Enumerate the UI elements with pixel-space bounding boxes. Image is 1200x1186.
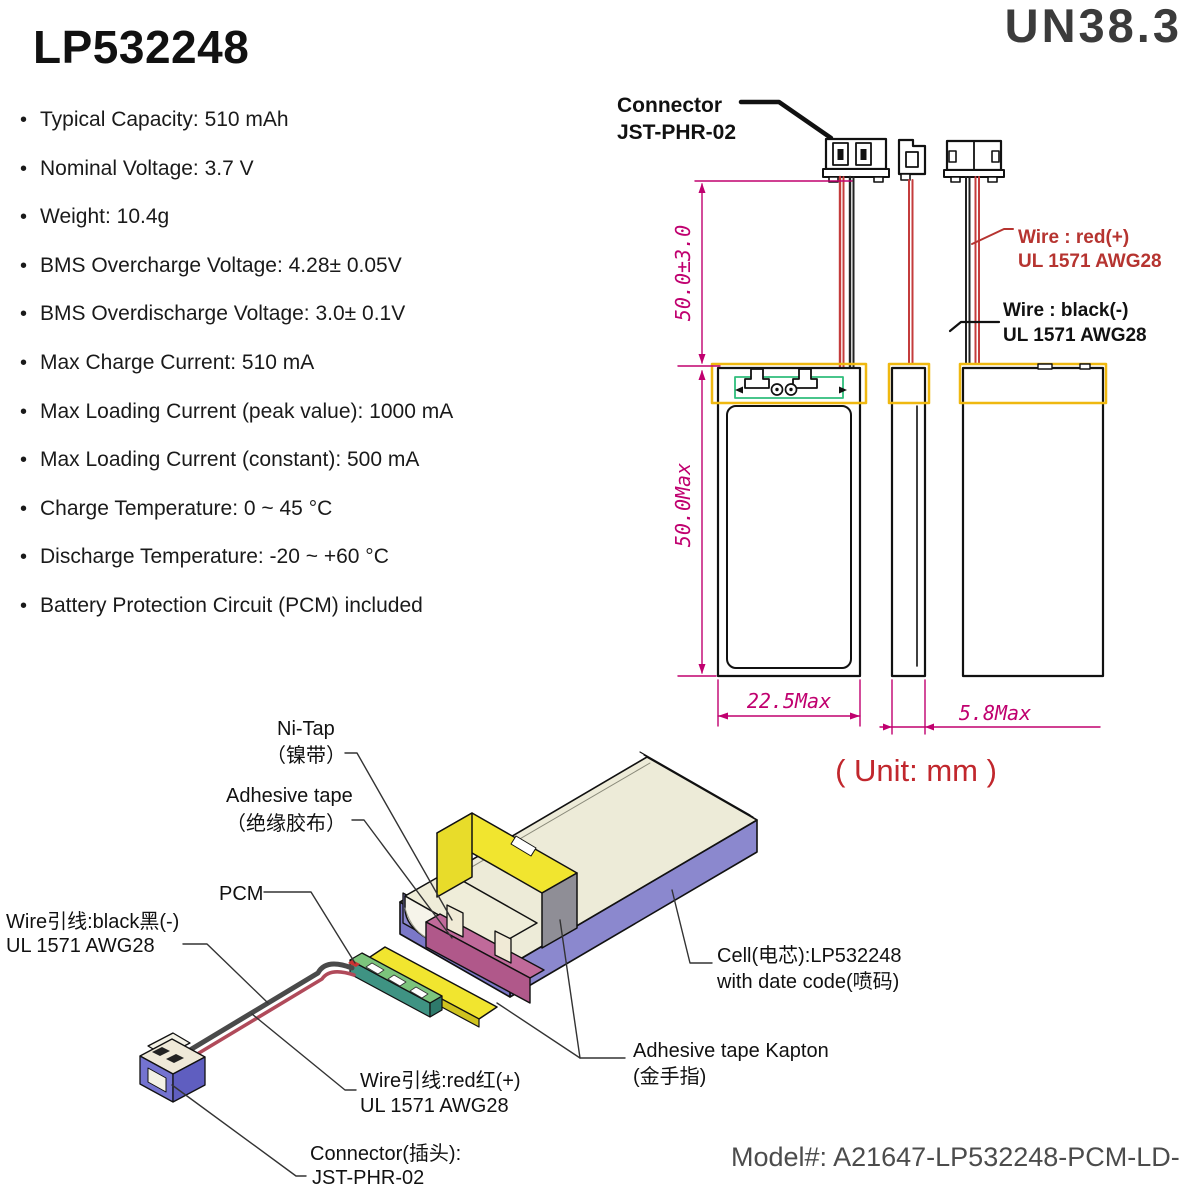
wire-black-label-line1: Wire : black(-) bbox=[1003, 300, 1128, 321]
spec-item: Max Loading Current (constant): 500 mA bbox=[18, 436, 608, 485]
page-title: LP532248 bbox=[33, 21, 250, 73]
spec-item: Max Charge Current: 510 mA bbox=[18, 339, 608, 388]
connector-label-line2: JST-PHR-02 bbox=[617, 121, 736, 144]
spec-item: Discharge Temperature: -20 ~ +60 °C bbox=[18, 533, 608, 582]
wire-bundle bbox=[177, 961, 356, 1064]
dim-height-with-wire: 50.0±3.0 bbox=[671, 225, 695, 321]
wire-black-leader bbox=[948, 320, 1001, 333]
label-ni-tap-line2: （镍带） bbox=[266, 744, 346, 767]
battery-back-view bbox=[958, 362, 1108, 678]
label-kapton-line2: (金手指) bbox=[633, 1065, 706, 1088]
exploded-leaders bbox=[171, 752, 713, 1177]
label-kapton-line1: Adhesive tape Kapton bbox=[633, 1040, 829, 1062]
connector-leader-line bbox=[738, 99, 834, 141]
wire-red-leader bbox=[971, 228, 1014, 245]
connector-back-view bbox=[943, 139, 1005, 183]
wire-black-label-line2: UL 1571 AWG28 bbox=[1003, 325, 1147, 346]
spec-item: Battery Protection Circuit (PCM) include… bbox=[18, 582, 608, 631]
label-cell-line1: Cell(电芯):LP532248 bbox=[717, 944, 902, 967]
connector-label-line1: Connector bbox=[617, 94, 722, 117]
ni-tab bbox=[446, 904, 464, 938]
label-wire-red-line1: Wire引线:red红(+) bbox=[360, 1069, 521, 1092]
label-pcm: PCM bbox=[219, 883, 263, 905]
spec-item: Charge Temperature: 0 ~ 45 °C bbox=[18, 485, 608, 534]
label-wire-red-line2: UL 1571 AWG28 bbox=[360, 1095, 509, 1117]
wire-red-label-line1: Wire : red(+) bbox=[1018, 227, 1129, 248]
exploded-diagram: Ni-Tap （镍带） Adhesive tape （绝缘胶布） PCM Wir… bbox=[6, 718, 902, 1186]
insulation-tape-staple bbox=[436, 812, 578, 949]
spec-item: BMS Overdischarge Voltage: 3.0± 0.1V bbox=[18, 290, 608, 339]
label-connector-line1: Connector(插头): bbox=[310, 1142, 461, 1165]
label-cell-line2: with date code(喷码) bbox=[716, 970, 899, 993]
spec-item: Max Loading Current (peak value): 1000 m… bbox=[18, 388, 608, 437]
dim-body-height: 50.0Max bbox=[671, 463, 695, 547]
wire-lines bbox=[775, 175, 980, 393]
label-wire-black-line1: Wire引线:black黑(-) bbox=[6, 910, 179, 933]
spec-item: Nominal Voltage: 3.7 V bbox=[18, 145, 608, 194]
battery-front-view bbox=[710, 362, 868, 678]
spec-list: Typical Capacity: 510 mAh Nominal Voltag… bbox=[18, 96, 608, 631]
un383-certification-badge: UN38.3 bbox=[1004, 0, 1182, 52]
ni-tab bbox=[494, 930, 512, 964]
spec-item: Typical Capacity: 510 mAh bbox=[18, 96, 608, 145]
dim-body-width: 22.5Max bbox=[747, 689, 831, 713]
label-ni-tap-line1: Ni-Tap bbox=[277, 718, 335, 740]
unit-note: ( Unit: mm ) bbox=[835, 753, 997, 788]
dim-body-thickness: 5.8Max bbox=[959, 701, 1031, 725]
dimension-lines bbox=[677, 180, 1101, 735]
label-wire-black-line2: UL 1571 AWG28 bbox=[6, 935, 155, 957]
label-adhesive-line2: （绝缘胶布） bbox=[226, 812, 346, 835]
label-adhesive-line1: Adhesive tape bbox=[226, 785, 353, 807]
technical-drawing: Connector JST-PHR-02 bbox=[617, 94, 1162, 788]
spec-item: BMS Overcharge Voltage: 4.28± 0.05V bbox=[18, 242, 608, 291]
spec-item: Weight: 10.4g bbox=[18, 193, 608, 242]
connector-3d bbox=[139, 1032, 206, 1103]
connector-side-view bbox=[897, 138, 927, 181]
connector-front-view bbox=[822, 137, 890, 183]
label-connector-line2: JST-PHR-02 bbox=[312, 1167, 424, 1186]
wire-red-label-line2: UL 1571 AWG28 bbox=[1018, 251, 1162, 272]
pcm-board bbox=[348, 952, 443, 1018]
battery-side-view bbox=[887, 362, 931, 678]
cell-seal-edge bbox=[425, 904, 545, 1004]
model-number: Model#: A21647-LP532248-PCM-LD- bbox=[731, 1142, 1180, 1172]
